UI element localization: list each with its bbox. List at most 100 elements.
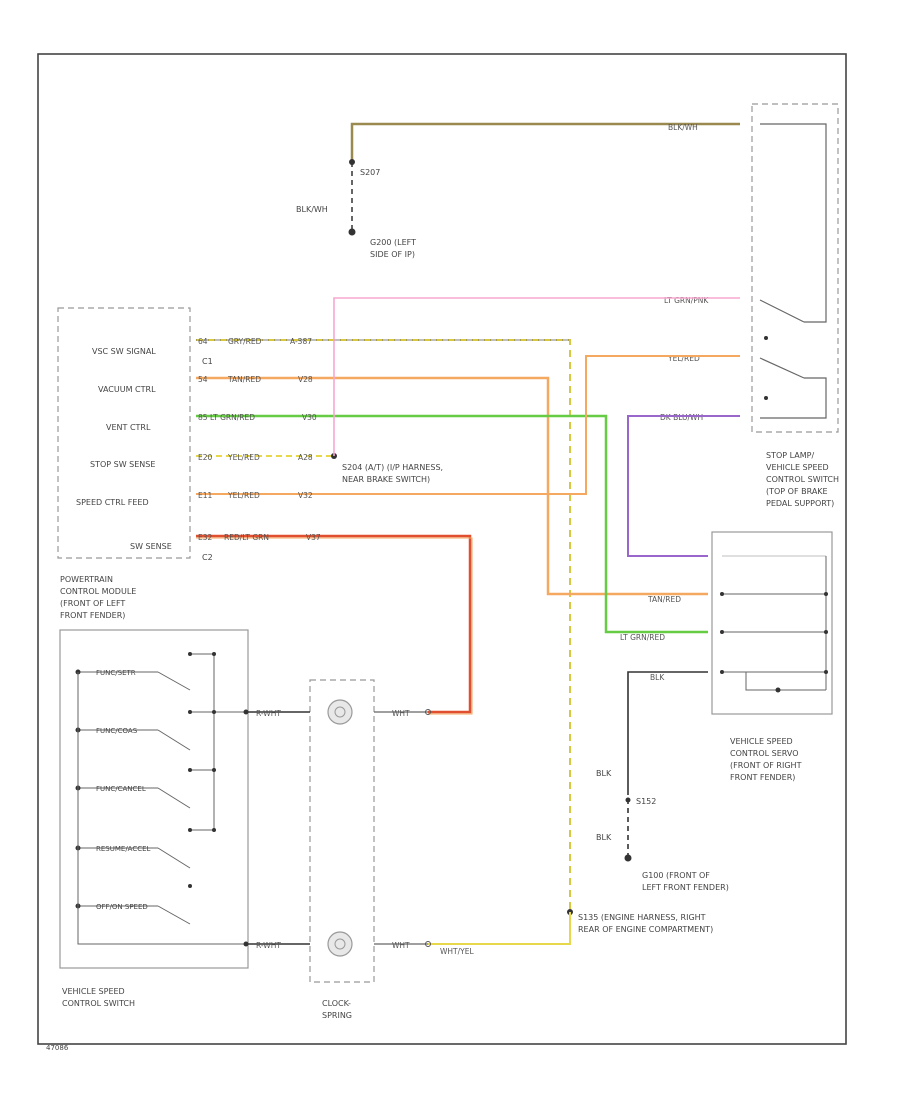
label-stop-lamp-2: VEHICLE SPEED (766, 463, 829, 472)
wire2-pin: 54 (198, 375, 208, 384)
wire-orange-feed (196, 355, 740, 495)
switch-terminal-dot (188, 768, 192, 772)
wire6-pin: E32 (198, 533, 213, 542)
wire2-circuit: V28 (298, 375, 313, 384)
wire1-circuit: A-387 (290, 337, 312, 346)
label-s204-2: NEAR BRAKE SWITCH) (342, 475, 430, 484)
switch-internal-line (760, 123, 827, 323)
switch-label-func-cancel: FUNC/CANCEL (96, 785, 146, 793)
wire-label-yelred: YEL/RED (667, 354, 700, 363)
label-servo-3: (FRONT OF RIGHT (730, 761, 802, 770)
servo-terminal-dot (720, 630, 724, 634)
wire5-pin: E11 (198, 491, 213, 500)
wire5-circuit: V32 (298, 491, 313, 500)
wire-green-ltgrnred (196, 414, 708, 634)
connector-pin (425, 709, 431, 715)
label-g100-2: LEFT FRONT FENDER) (642, 883, 729, 892)
label-servo-2: CONTROL SERVO (730, 749, 799, 758)
wire-label-dkbluwh: DK BLU/WH (660, 413, 703, 422)
clockspring-coil-bottom (327, 931, 353, 957)
wire-pink (333, 297, 740, 456)
servo-terminal-dot (720, 592, 724, 596)
splice-s152 (625, 797, 631, 803)
label-servo-1: VEHICLE SPEED (730, 737, 793, 746)
pcm-pin-speed-feed: SPEED CTRL FEED (76, 498, 149, 507)
label-s204-1: S204 (A/T) (I/P HARNESS, (342, 463, 443, 472)
label-servo-4: FRONT FENDER) (730, 773, 795, 782)
switch-terminal-dot (188, 652, 192, 656)
wire3-color: LT GRN/RED (210, 413, 255, 422)
wire6-color: RED/LT GRN (224, 533, 269, 542)
servo-terminal-dot (775, 687, 781, 693)
switch-terminal-dot (212, 710, 216, 714)
wire-black-servo-ground (627, 671, 708, 790)
servo-wire-label-ltgrn: LT GRN/RED (620, 633, 665, 642)
label-pcm-1: POWERTRAIN (60, 575, 113, 584)
label-stop-lamp-3: CONTROL SWITCH (766, 475, 839, 484)
connector-pin (425, 941, 431, 947)
wire4-circuit: A28 (298, 453, 313, 462)
label-g100-1: G100 (FRONT OF (642, 871, 710, 880)
clockspring-label-wht-bottom: WHT (392, 941, 410, 950)
clockspring-label-wht-top: WHT (392, 709, 410, 718)
wire-violet-dkbluwh (627, 415, 740, 557)
servo-terminal-dot (720, 670, 724, 674)
switch-terminal-dot (188, 710, 192, 714)
pcm-pin-vent-ctrl: VENT CTRL (106, 423, 151, 432)
wire3-pin: 85 (198, 413, 208, 422)
wire6-circuit: V37 (306, 533, 321, 542)
label-blk-2: BLK (596, 833, 612, 842)
switch-label-off-on: OFF/ON SPEED (96, 903, 148, 911)
switch-terminal-dot (764, 336, 768, 340)
switch-terminal-dot (188, 828, 192, 832)
clockspring-coil-inner (334, 938, 346, 950)
wire-yellow-bottom (428, 912, 571, 945)
switch-contact (157, 671, 191, 691)
speed-control-switch-box (59, 629, 249, 969)
wire5-color: YEL/RED (227, 491, 260, 500)
servo-terminal-dot (824, 592, 828, 596)
switch-contact-1 (759, 299, 805, 323)
pcm-box (57, 307, 191, 559)
label-vscs-2: CONTROL SWITCH (62, 999, 135, 1008)
diagram-id: 47086 (46, 1044, 69, 1052)
wire4-pin: E20 (198, 453, 213, 462)
label-stop-lamp-1: STOP LAMP/ (766, 451, 814, 460)
wire3-circuit: V30 (302, 413, 317, 422)
switch-contact (157, 729, 191, 751)
switch-label-func-coas: FUNC/COAS (96, 727, 138, 735)
connector-pin (243, 941, 249, 947)
wire-orange-tanred (196, 376, 708, 596)
servo-internal-line (745, 672, 826, 691)
switch-label-func-setr: FUNC/SETR (96, 669, 136, 677)
label-blkwh-left: BLK/WH (296, 205, 328, 214)
switch-label-wht-bottom: R-WHT (256, 941, 281, 950)
label-clockspring-2: SPRING (322, 1011, 352, 1020)
pcm-pin-vsc-signal: VSC SW SIGNAL (92, 347, 156, 356)
switch-contact (157, 787, 191, 809)
switch-contact (157, 905, 191, 925)
clockspring-box (309, 679, 375, 983)
switch-bus (190, 653, 215, 831)
switch-terminal-dot (764, 396, 768, 400)
switch-label-wht-top: R-WHT (256, 709, 281, 718)
servo-wire-label-tanred: TAN/RED (647, 595, 681, 604)
switch-bus-left (77, 672, 246, 945)
servo-wire-label-blk: BLK (650, 673, 665, 682)
label-s135-2: REAR OF ENGINE COMPARTMENT) (578, 925, 713, 934)
clockspring-coil-top (327, 699, 353, 725)
label-s207: S207 (360, 168, 380, 177)
servo-box (711, 531, 833, 715)
switch-label-resume-accel: RESUME/ACCEL (96, 845, 151, 853)
label-blk-1: BLK (596, 769, 612, 778)
wire-label-whtyel: WHT/YEL (440, 947, 474, 956)
label-c1: C1 (202, 357, 213, 366)
label-pcm-2: CONTROL MODULE (60, 587, 136, 596)
label-clockspring-1: CLOCK- (322, 999, 351, 1008)
wire1-pin: 64 (198, 337, 208, 346)
switch-internal-line-2 (760, 377, 827, 419)
label-c2: C2 (202, 553, 213, 562)
label-pcm-4: FRONT FENDER) (60, 611, 125, 620)
switch-contact-2 (759, 357, 805, 379)
switch-terminal-dot (188, 884, 192, 888)
